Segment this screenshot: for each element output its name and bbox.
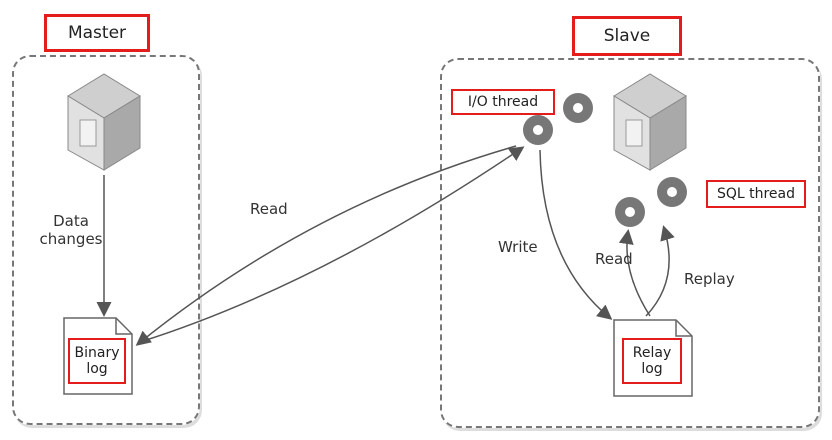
master-container: [12, 55, 200, 425]
read-request-arrow: [135, 145, 517, 346]
data-changes-label: Data changes: [36, 212, 106, 248]
master-title: Master: [44, 14, 150, 52]
io-gear-icon: [523, 93, 593, 145]
binary-log-line-1: Binary: [74, 345, 120, 361]
relay-log-line-1: Relay: [632, 345, 672, 361]
binary-log-label: Binary log: [68, 338, 126, 384]
io-thread-label: I/O thread: [451, 89, 555, 115]
write-label: Write: [498, 238, 538, 256]
replay-label: Replay: [684, 270, 735, 288]
read-relay-arrow: [618, 229, 651, 317]
relay-log-line-2: log: [641, 361, 663, 377]
replay-arrow: [645, 225, 675, 317]
write-arrow: [539, 149, 613, 320]
master-server-icon: [67, 73, 141, 171]
slave-container: [440, 58, 820, 428]
read-label-master: Read: [250, 200, 288, 218]
read-response-arrow: [139, 146, 525, 343]
data-changes-line-2: changes: [39, 230, 103, 248]
sql-thread-label: SQL thread: [706, 180, 806, 208]
sql-gear-icon: [615, 177, 687, 227]
binary-log-line-2: log: [86, 361, 108, 377]
data-changes-line-1: Data: [53, 212, 89, 230]
read-label-slave: Read: [595, 250, 633, 268]
relay-log-label: Relay log: [622, 338, 682, 384]
slave-title: Slave: [572, 16, 682, 56]
slave-server-icon: [613, 73, 687, 171]
